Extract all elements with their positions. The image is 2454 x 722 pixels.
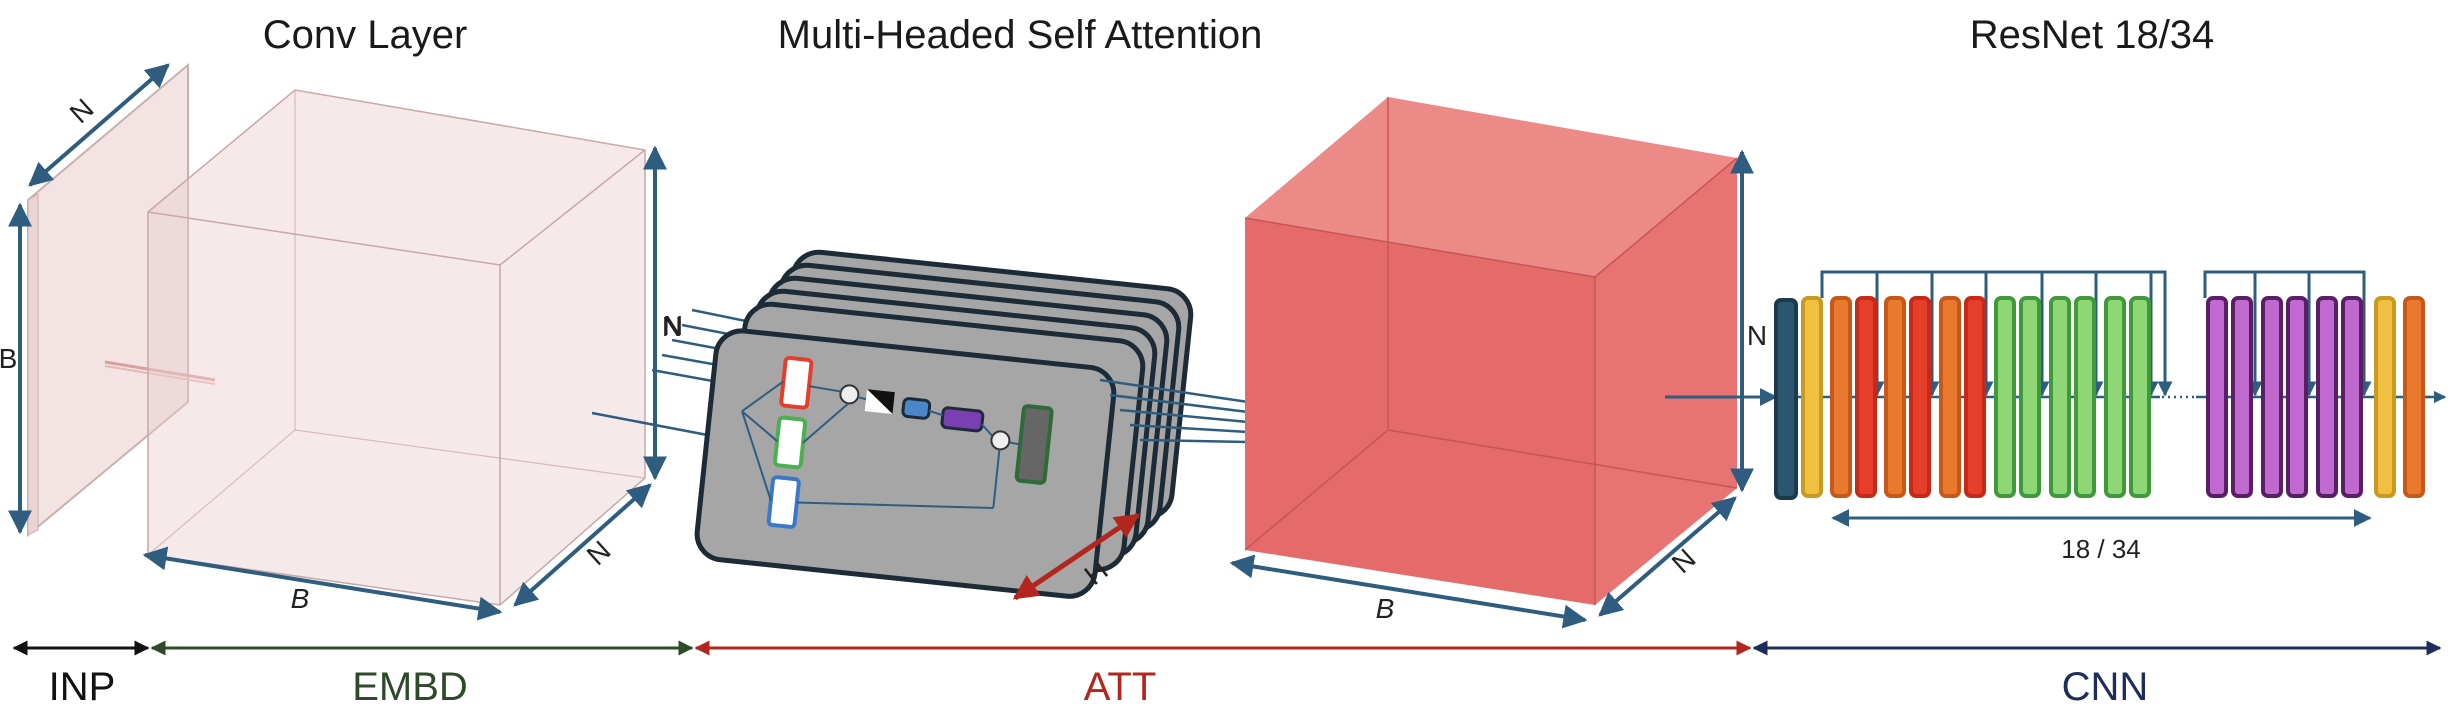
head-output-block: [1014, 404, 1054, 485]
resnet-block-9: [1994, 296, 2016, 498]
resnet-block-5: [1884, 296, 1906, 498]
skip-connection-9: [2253, 270, 2317, 397]
embed-b-bottom-label: B: [291, 583, 310, 614]
skip-connection-2: [1875, 270, 1940, 397]
resnet-span-label: 18 / 34: [2061, 534, 2141, 564]
input-n-label: N: [64, 93, 100, 130]
out-n-right-label: N: [1747, 320, 1767, 351]
resnet-block-6: [1909, 296, 1931, 498]
skip-connection-10: [2307, 270, 2372, 397]
embed-n-depth-arrow: [513, 483, 652, 607]
resnet-block-4: [1855, 296, 1877, 498]
skip-connections: [1820, 270, 2372, 397]
skip-connection-4: [1984, 270, 2050, 397]
stage-cnn-label: CNN: [2062, 665, 2149, 709]
resnet-block-16: [2231, 296, 2253, 498]
resnet-block-15: [2206, 296, 2228, 498]
resnet-block-1: [1774, 298, 1798, 500]
skip-connection-8: [2203, 270, 2263, 397]
resnet-block-13: [2104, 296, 2126, 498]
out-n-depth-arrow: [1598, 496, 1737, 617]
resnet-block-8: [1964, 296, 1986, 498]
embed-b-bottom-arrow: [142, 546, 503, 621]
stage-inp-label: INP: [49, 665, 116, 709]
input-n-dimension-arrow: [28, 63, 170, 187]
head-output-arrows: [1099, 378, 1249, 444]
resnet-block-3: [1830, 296, 1852, 498]
multiply-node-2: [990, 430, 1011, 451]
resnet-block-12: [2074, 296, 2096, 498]
value-block: [766, 475, 801, 529]
resnet-block-14: [2129, 296, 2151, 498]
causal-mask-icon: [864, 389, 895, 414]
stage-embd-label: EMBD: [352, 665, 468, 709]
resnet-block-21: [2374, 296, 2396, 498]
resnet-block-19: [2316, 296, 2338, 498]
resnet-blocks: [1774, 296, 2425, 500]
attention-head-front: [694, 328, 1117, 599]
input-b-label: B: [0, 343, 17, 374]
att-n-label: N: [662, 311, 682, 342]
out-b-bottom-arrow: [1229, 554, 1588, 629]
attention-heads-stack: [694, 249, 1194, 599]
attention-output-cube: [1244, 97, 1738, 605]
out-b-bottom-label: B: [1376, 593, 1395, 624]
out-n-depth-label: N: [1666, 543, 1702, 580]
resnet-block-18: [2286, 296, 2308, 498]
key-block: [772, 415, 808, 470]
embed-n-right-label: N: [663, 310, 683, 341]
resnet-block-20: [2341, 296, 2363, 498]
stage-att-label: ATT: [1084, 665, 1157, 709]
conv-layer-title: Conv Layer: [263, 13, 468, 57]
scale-block: [901, 397, 932, 420]
embedding-cube: [147, 89, 646, 606]
resnet-block-2: [1801, 296, 1823, 498]
resnet-block-7: [1939, 296, 1961, 498]
resnet-block-11: [2049, 296, 2071, 498]
query-block: [779, 355, 814, 410]
resnet-block-10: [2019, 296, 2041, 498]
mhsa-title: Multi-Headed Self Attention: [778, 13, 1263, 57]
multiply-node-1: [839, 384, 860, 405]
resnet-block-22: [2403, 296, 2425, 498]
resnet-block-17: [2261, 296, 2283, 498]
att-h-dimension-arrow: [1012, 512, 1141, 601]
softmax-block: [940, 406, 985, 433]
skip-connection-7: [2149, 270, 2173, 397]
resnet-title: ResNet 18/34: [1970, 13, 2215, 57]
